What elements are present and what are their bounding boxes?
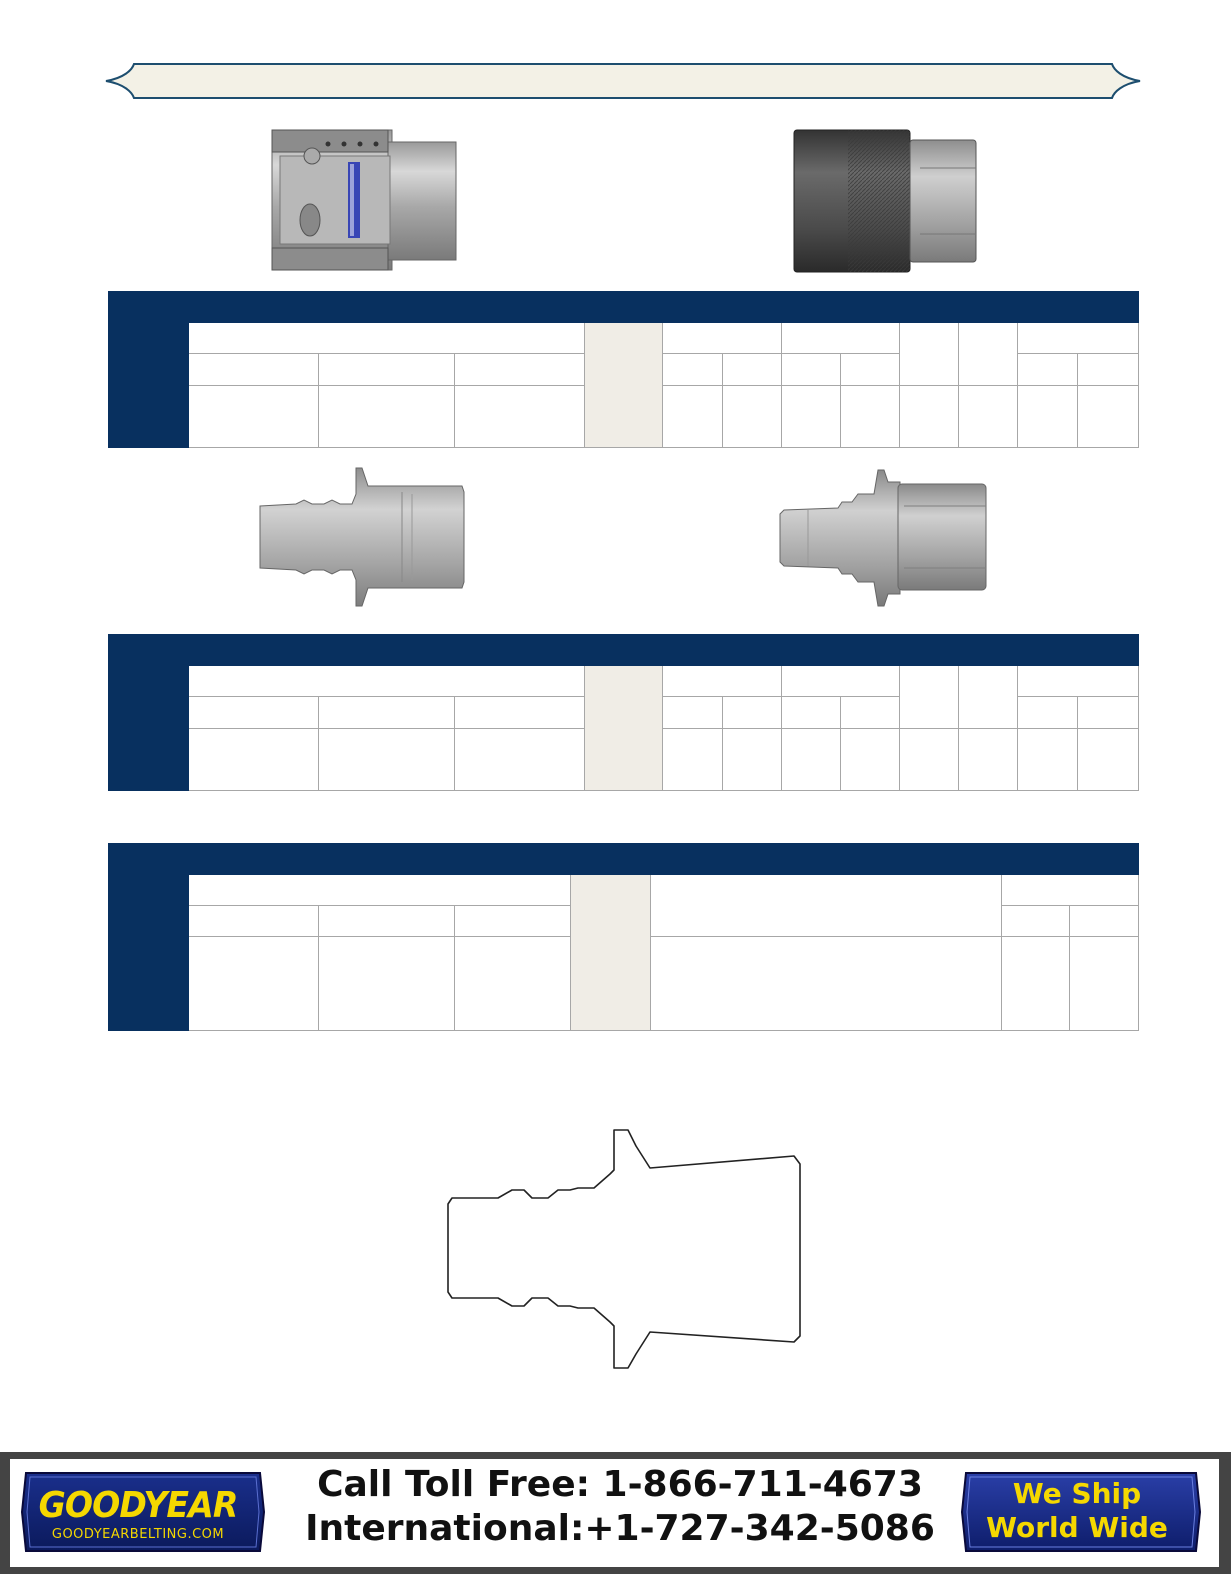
footer-inner: GOODYEAR GOODYEARBELTING.COM Call Toll F… (10, 1459, 1219, 1567)
ship-line-2: World Wide (986, 1511, 1168, 1544)
table-1-title-bar (187, 290, 1140, 324)
goodyear-logo-frame (20, 1472, 266, 1552)
table-2-title-bar (187, 633, 1140, 667)
toll-free-line[interactable]: Call Toll Free: 1-866-711-4673 (317, 1464, 923, 1505)
coupler-outline-drawing-icon (447, 1129, 801, 1369)
section-banner (105, 63, 1141, 99)
spec-table-3 (108, 842, 1140, 1031)
table-2-label-cell (108, 634, 189, 729)
ship-worldwide-badge[interactable]: We Ship World Wide (960, 1469, 1204, 1555)
coupler-cutaway-icon (271, 129, 457, 271)
goodyear-url-text: GOODYEARBELTING.COM (51, 1527, 225, 1542)
goodyear-logo[interactable]: GOODYEAR GOODYEARBELTING.COM (18, 1469, 268, 1555)
coupler-knurled-icon (793, 129, 977, 273)
spec-table-1 (108, 290, 1140, 449)
footer-bar: GOODYEAR GOODYEARBELTING.COM Call Toll F… (0, 1452, 1231, 1574)
table-1-row-label-cell (108, 384, 189, 449)
table-3-title-bar (187, 842, 1140, 876)
table-3-row-label-cell (108, 936, 189, 1031)
barbed-nipple-icon (259, 467, 465, 607)
goodyear-brand-text: GOODYEAR (38, 1485, 239, 1526)
international-line[interactable]: International:+1-727-342-5086 (305, 1508, 935, 1549)
table-1-label-cell (108, 291, 189, 386)
ship-line-1: We Ship (1012, 1477, 1142, 1510)
plug-nipple-icon (779, 469, 987, 607)
ship-badge-frame (960, 1472, 1202, 1552)
spec-table-2 (108, 633, 1140, 792)
table-2-row-label-cell (108, 727, 189, 792)
phone-block: Call Toll Free: 1-866-711-4673 Internati… (280, 1463, 960, 1563)
table-3-label-cell (108, 842, 189, 938)
